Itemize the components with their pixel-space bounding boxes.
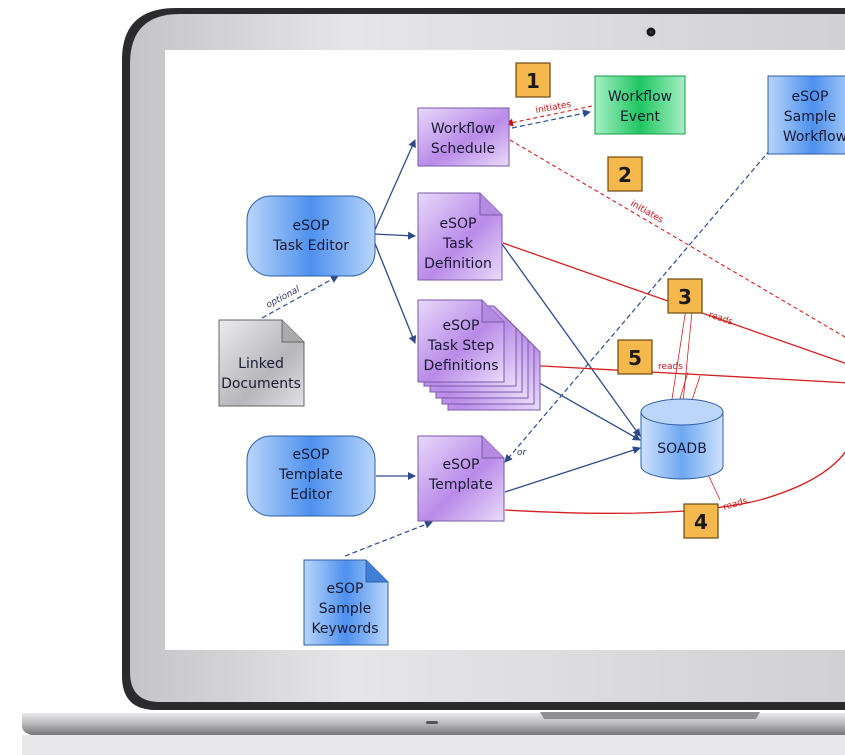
sample-keywords-label-2: Sample (319, 601, 372, 617)
task-editor-label-2: Task Editor (272, 238, 349, 254)
task-definition-node: eSOP Task Definition (417, 192, 503, 281)
edge-schedule-initiates-right (509, 139, 845, 338)
linked-documents-node: Linked Documents (218, 319, 305, 407)
task-step-label-1: eSOP (443, 318, 480, 334)
svg-text:5: 5 (628, 346, 642, 370)
svg-text:3: 3 (678, 285, 692, 309)
callout-5: 5 (617, 339, 653, 375)
callout-4: 4 (683, 503, 719, 539)
edge-linked-docs-to-task-editor (261, 275, 339, 319)
task-definition-label-2: Task (442, 236, 474, 252)
template-node: eSOP Template (417, 435, 505, 522)
svg-text:4: 4 (694, 510, 708, 534)
workflow-schedule-label-2: Schedule (431, 141, 495, 157)
edge-task-step-reads (523, 364, 845, 384)
edge-task-definition-to-soadb (501, 243, 641, 437)
edge-template-reads (504, 451, 845, 514)
edge-keywords-to-template (344, 520, 433, 557)
task-editor-label-1: eSOP (293, 218, 330, 234)
task-step-label-3: Definitions (423, 358, 498, 374)
sample-workflow-label-1: eSOP (792, 89, 829, 105)
task-step-definitions-node: eSOP Task Step Definitions (417, 299, 541, 411)
workflow-schedule-node: Workflow Schedule (417, 107, 510, 167)
task-definition-label-3: Definition (424, 256, 492, 272)
sample-keywords-label-3: Keywords (311, 621, 378, 637)
initiates-arrows (505, 105, 845, 338)
edge-template-to-soadb (504, 446, 641, 493)
task-definition-label-1: eSOP (440, 216, 477, 232)
sample-workflow-label-3: Workflow (783, 129, 845, 145)
task-editor-node: eSOP Task Editor (246, 195, 376, 277)
template-editor-node: eSOP Template Editor (246, 435, 376, 517)
workflow-event-node: Workflow Event (594, 75, 686, 135)
linked-documents-label-2: Documents (221, 376, 301, 392)
reads-label-4: reads (722, 496, 749, 513)
edge-sample-workflow-to-template (504, 149, 771, 463)
template-label-2: Template (428, 477, 493, 493)
workflow-event-label-1: Workflow (608, 89, 672, 105)
callout-3: 3 (667, 278, 703, 314)
edge-schedule-to-event (511, 109, 591, 129)
laptop-base-notch (540, 712, 760, 719)
edge-task-editor-to-task-definition (373, 231, 416, 240)
sample-keywords-node: eSOP Sample Keywords (303, 559, 389, 646)
initiates-label-1: initiates (535, 100, 573, 116)
reads-label-3: reads (707, 310, 734, 327)
callout-2: 2 (607, 156, 643, 192)
edge-task-editor-to-task-step (371, 235, 417, 344)
template-label-1: eSOP (443, 457, 480, 473)
template-editor-label-3: Editor (290, 487, 332, 503)
template-editor-label-1: eSOP (293, 447, 330, 463)
callout-1: 1 (515, 62, 551, 98)
linked-documents-label-1: Linked (238, 356, 284, 372)
dashed-arrows (261, 109, 771, 557)
sample-workflow-label-2: Sample (784, 109, 837, 125)
flow-arrows (371, 139, 641, 493)
sample-workflow-node: eSOP Sample Workflow (767, 75, 845, 155)
svg-text:2: 2 (618, 163, 632, 187)
task-step-label-2: Task Step (427, 338, 495, 354)
edge-event-initiates-schedule (505, 105, 593, 127)
template-editor-label-2: Template (278, 467, 343, 483)
soadb-database-icon: SOADB (640, 398, 724, 480)
edge-task-editor-to-workflow-schedule (373, 139, 416, 233)
soadb-label: SOADB (657, 441, 707, 457)
workflow-schedule-label-1: Workflow (431, 121, 495, 137)
reads-label-5: reads (658, 362, 683, 372)
sample-keywords-label-1: eSOP (327, 581, 364, 597)
svg-text:1: 1 (526, 69, 540, 93)
or-label: or (517, 448, 528, 458)
workflow-event-label-2: Event (620, 109, 661, 125)
